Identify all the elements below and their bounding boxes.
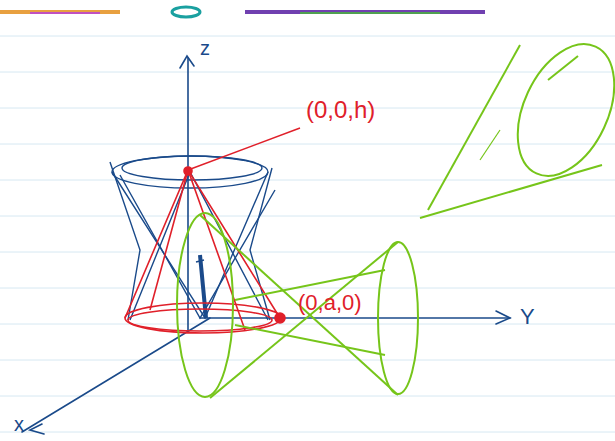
- axis-label: x: [14, 414, 24, 434]
- axis-label: Y: [520, 306, 535, 328]
- point-label: (0,0,h): [306, 98, 375, 122]
- point-label: (0,a,0): [298, 292, 362, 314]
- axis-label: z: [200, 38, 210, 58]
